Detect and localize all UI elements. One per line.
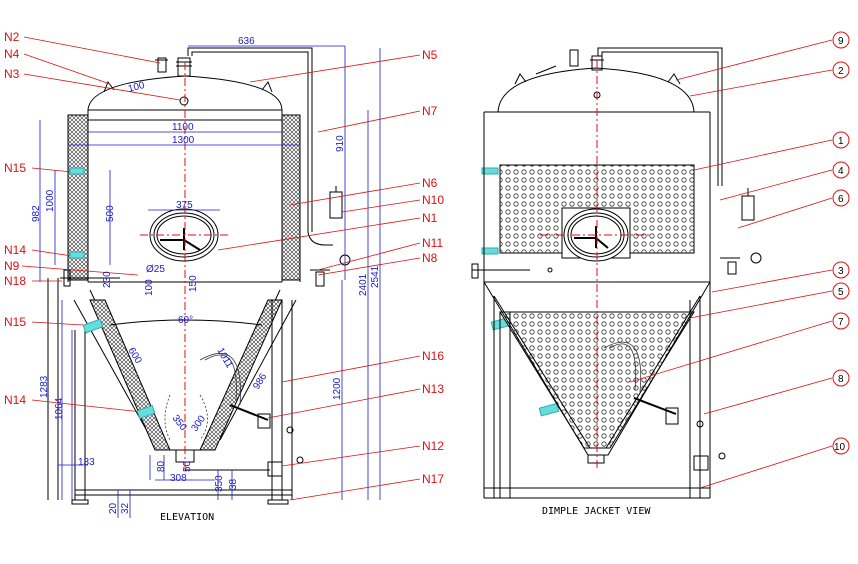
dim-100-top: 100 (127, 80, 146, 95)
dim-133: 133 (78, 457, 95, 468)
elevation-callout-leaders (21, 36, 421, 501)
dim-60-deg: 60° (178, 315, 193, 326)
dim-500: 500 (105, 205, 116, 222)
callout-n6: N6 (422, 176, 438, 190)
cyan-nozzles (69, 167, 560, 420)
callout-6: 6 (838, 194, 844, 205)
view-caption-dimple: DIMPLE JACKET VIEW (542, 506, 651, 517)
dim-32: 32 (120, 502, 131, 514)
callout-n5: N5 (422, 48, 438, 62)
callout-n16: N16 (422, 349, 444, 363)
dim-230: 230 (102, 271, 113, 288)
dimple-callout-leaders (629, 39, 833, 489)
dim-350-outlet: 350 (214, 475, 225, 492)
dim-308: 308 (170, 473, 187, 484)
callout-n18: N18 (4, 274, 26, 288)
view-caption-elevation: ELEVATION (160, 512, 214, 523)
dim-50: 50 (182, 460, 193, 472)
callout-n11: N11 (422, 236, 443, 250)
dimple-callout-labels: 9 2 1 4 6 3 5 7 8 10 DIMPLE JACKET VIEW (542, 36, 846, 517)
dimple-jacket-view (471, 47, 762, 499)
callout-n17: N17 (422, 472, 444, 486)
dim-636: 636 (238, 36, 255, 47)
dim-1100: 1100 (172, 122, 194, 133)
dim-1200: 1200 (332, 377, 343, 400)
callout-2: 2 (838, 66, 844, 77)
dim-2401: 2401 (358, 273, 369, 296)
callout-9: 9 (838, 36, 844, 47)
dim-910: 910 (335, 135, 346, 152)
dim-1283: 1283 (39, 375, 50, 398)
callout-n2: N2 (4, 30, 20, 44)
dim-20: 20 (108, 502, 119, 514)
dim-1300: 1300 (172, 135, 195, 146)
dim-38: 38 (228, 478, 239, 490)
dim-986: 986 (251, 371, 269, 391)
callout-n3: N3 (4, 67, 20, 81)
callout-n13: N13 (422, 382, 444, 396)
callout-n12: N12 (422, 439, 444, 453)
callout-7: 7 (838, 317, 844, 328)
dim-982: 982 (31, 205, 42, 222)
dim-150: 150 (188, 275, 199, 292)
callout-1: 1 (838, 136, 844, 147)
callout-n15-upper: N15 (4, 161, 26, 175)
dim-1064: 1064 (54, 397, 65, 420)
callout-circles (832, 31, 850, 455)
elevation-callout-labels: N2 N4 N3 N5 N7 N15 N6 N10 N1 N14 N11 N9 … (4, 30, 444, 486)
dim-2541: 2541 (370, 265, 381, 288)
callout-n1: N1 (422, 211, 438, 225)
callout-n4: N4 (4, 47, 20, 61)
callout-n9: N9 (4, 259, 20, 273)
callout-n15-lower: N15 (4, 315, 26, 329)
elevation-dimension-lines (39, 45, 381, 518)
callout-4: 4 (838, 166, 844, 177)
dim-100: 100 (144, 279, 155, 296)
callout-n8: N8 (422, 251, 438, 265)
callout-10: 10 (834, 442, 846, 453)
dim-1011: 1011 (214, 346, 234, 371)
dim-350-cone: 350 (170, 413, 189, 433)
dim-80: 80 (156, 460, 167, 472)
dim-1000: 1000 (45, 189, 56, 212)
dim-375: 375 (176, 200, 193, 211)
callout-5: 5 (838, 287, 844, 298)
callout-8: 8 (838, 374, 844, 385)
callout-3: 3 (838, 266, 844, 277)
callout-n14-upper: N14 (4, 243, 26, 257)
callout-n7: N7 (422, 104, 438, 118)
elevation-view (47, 47, 351, 505)
callout-n10: N10 (422, 193, 444, 207)
dim-25: Ø25 (146, 264, 165, 275)
callout-n14-lower: N14 (4, 393, 26, 407)
